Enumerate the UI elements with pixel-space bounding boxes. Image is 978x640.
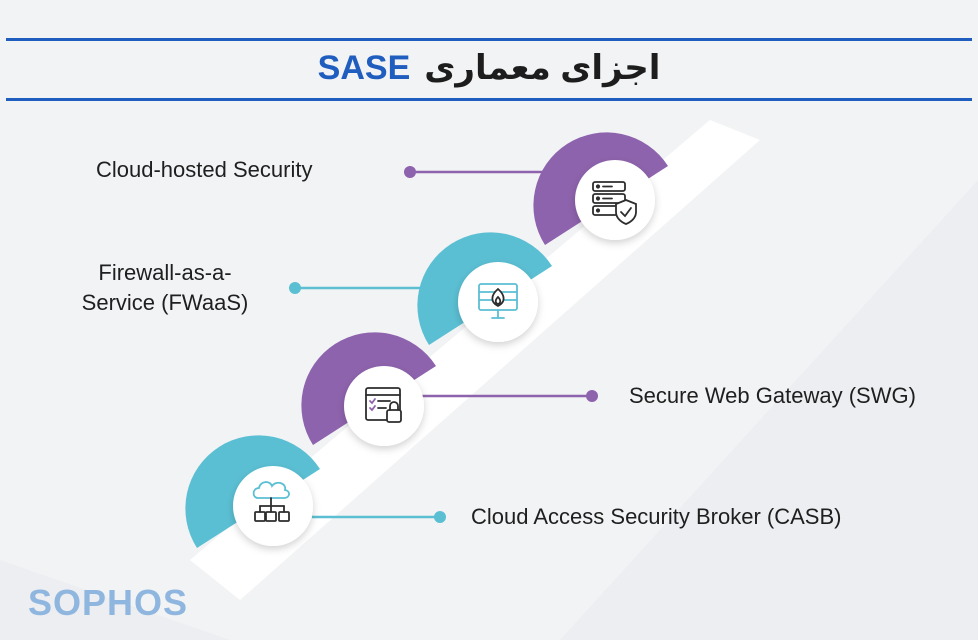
title-persian: اجزای معماری <box>424 49 661 87</box>
server-shield-icon <box>592 181 637 225</box>
connector-dot <box>586 390 598 402</box>
label-cloud-hosted-security: Cloud-hosted Security <box>96 157 313 182</box>
browser-lock-icon <box>365 387 402 423</box>
header-rule-bottom <box>6 98 972 101</box>
page-title: اجزای معماری SASE <box>0 40 978 96</box>
icon-circle-cloud-hosted <box>575 160 655 240</box>
label-fwaas: Firewall-as-a-Service (FWaaS) <box>81 260 249 315</box>
label-swg: Secure Web Gateway (SWG) <box>629 383 916 408</box>
connectors <box>289 166 598 523</box>
diagonal-ribbon <box>190 120 760 600</box>
label-casb: Cloud Access Security Broker (CASB) <box>471 504 842 529</box>
firewall-monitor-icon <box>478 283 518 319</box>
connector-dot <box>289 282 301 294</box>
connector-dot <box>404 166 416 178</box>
title-sase: SASE <box>317 48 411 87</box>
icon-circle-swg <box>344 366 424 446</box>
cloud-network-icon <box>252 481 290 522</box>
connector-dot <box>434 511 446 523</box>
header-rule-top <box>6 38 972 41</box>
sophos-logo: SOPHOS <box>28 582 189 623</box>
